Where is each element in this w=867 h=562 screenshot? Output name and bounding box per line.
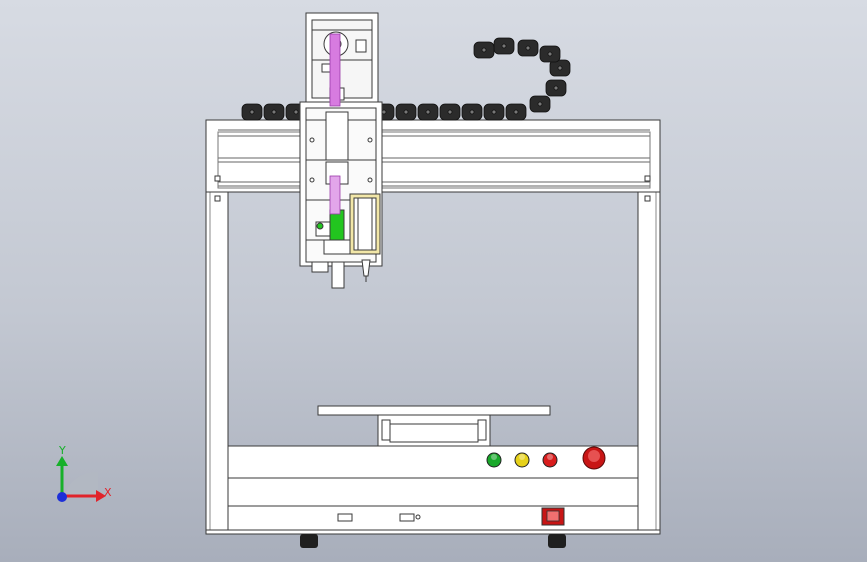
green-button [486, 452, 502, 468]
chain-pin [425, 109, 431, 115]
button-highlight [491, 454, 497, 460]
chain-pin [381, 109, 387, 115]
chain-pin [447, 109, 453, 115]
chain-pin [249, 109, 255, 115]
chain-pin [501, 43, 507, 49]
chain-pin [553, 85, 559, 91]
y-axis-label: Y [58, 444, 66, 457]
x-axis-label: X [104, 486, 112, 499]
base-cabinet [205, 445, 661, 535]
chain-pin [513, 109, 519, 115]
red-button [542, 452, 558, 468]
dispense-valve [329, 209, 345, 241]
control-panel [227, 445, 639, 479]
chain-pin [293, 109, 299, 115]
z-axis-dot [57, 492, 67, 502]
lower-panel [227, 505, 639, 531]
panel-buttons [486, 452, 558, 468]
gantry-beam [205, 119, 661, 193]
z-axis-rail [329, 33, 341, 107]
chain-pin [469, 109, 475, 115]
dispensing-head [299, 101, 383, 289]
yellow-button [514, 452, 530, 468]
chain-pin [271, 109, 277, 115]
chain-pin [403, 109, 409, 115]
work-table [317, 405, 551, 448]
foot-right [548, 534, 566, 548]
chain-pin [537, 101, 543, 107]
table-plate [317, 405, 551, 416]
chain-pin [547, 51, 553, 57]
z-axis-top [305, 12, 379, 106]
foot-left [300, 534, 318, 548]
chain-pin [557, 65, 563, 71]
button-highlight [519, 454, 525, 460]
chain-pin [525, 45, 531, 51]
nozzle [331, 261, 345, 289]
middle-panel [227, 477, 639, 507]
chain-pin [491, 109, 497, 115]
usb-port-icon [337, 513, 353, 522]
coordinate-triad: X Y [56, 444, 112, 502]
machine-frame [205, 119, 661, 535]
button-highlight [547, 454, 553, 460]
chain-pin [481, 47, 487, 53]
cable-chain [241, 37, 571, 121]
